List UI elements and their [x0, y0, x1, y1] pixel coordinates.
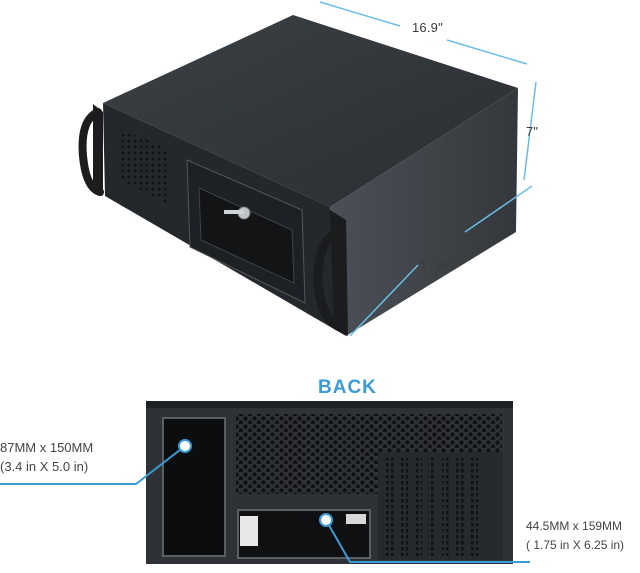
- drive-callout-dot: [319, 513, 333, 527]
- psu-bay-metric: 87MM x 150MM: [0, 440, 94, 455]
- width-label: 16.9": [412, 20, 443, 35]
- front-vent-grill: [120, 128, 170, 205]
- psu-bay: [162, 417, 226, 557]
- psu-bay-callout: 87MM x 150MM (3.4 in X 5.0 in): [0, 438, 93, 476]
- left-handle: [78, 108, 104, 196]
- right-handle: [313, 227, 347, 333]
- right-rack-ear: [330, 210, 348, 336]
- depth-dimension-line: [349, 185, 533, 337]
- psu-callout-dot: [178, 439, 192, 453]
- drive-callout-line: [325, 519, 530, 563]
- left-rack-ear: [93, 104, 103, 196]
- drive-bay-metric: 44.5MM x 159MM: [526, 519, 623, 533]
- width-dimension-line: [319, 1, 528, 65]
- drive-bay-callout: 44.5MM x 159MM ( 1.75 in X 6.25 in): [526, 517, 624, 555]
- expansion-slots: [386, 458, 478, 556]
- height-label: 7": [526, 124, 539, 139]
- callout-lines: [0, 445, 530, 563]
- psu-callout-line: [0, 445, 186, 485]
- back-panel-top-edge: [146, 401, 513, 408]
- psu-bay-imperial: (3.4 in X 5.0 in): [0, 459, 89, 474]
- drive-bay-bracket: [240, 516, 258, 546]
- chassis-top: [103, 15, 518, 207]
- drive-bay-imperial: ( 1.75 in X 6.25 in): [526, 538, 625, 552]
- back-title: BACK: [318, 377, 377, 398]
- chassis-front-view: [78, 15, 518, 336]
- dimension-lines: [319, 1, 537, 337]
- key-icon: [224, 210, 244, 214]
- door-panel: [198, 187, 295, 284]
- expansion-slot-area: [378, 452, 503, 560]
- height-dimension-line: [523, 81, 537, 181]
- depth-label: 17.8": [420, 258, 451, 273]
- chassis-side: [330, 88, 518, 336]
- drive-bay-connector: [346, 514, 366, 524]
- chassis-back-view: [146, 401, 513, 564]
